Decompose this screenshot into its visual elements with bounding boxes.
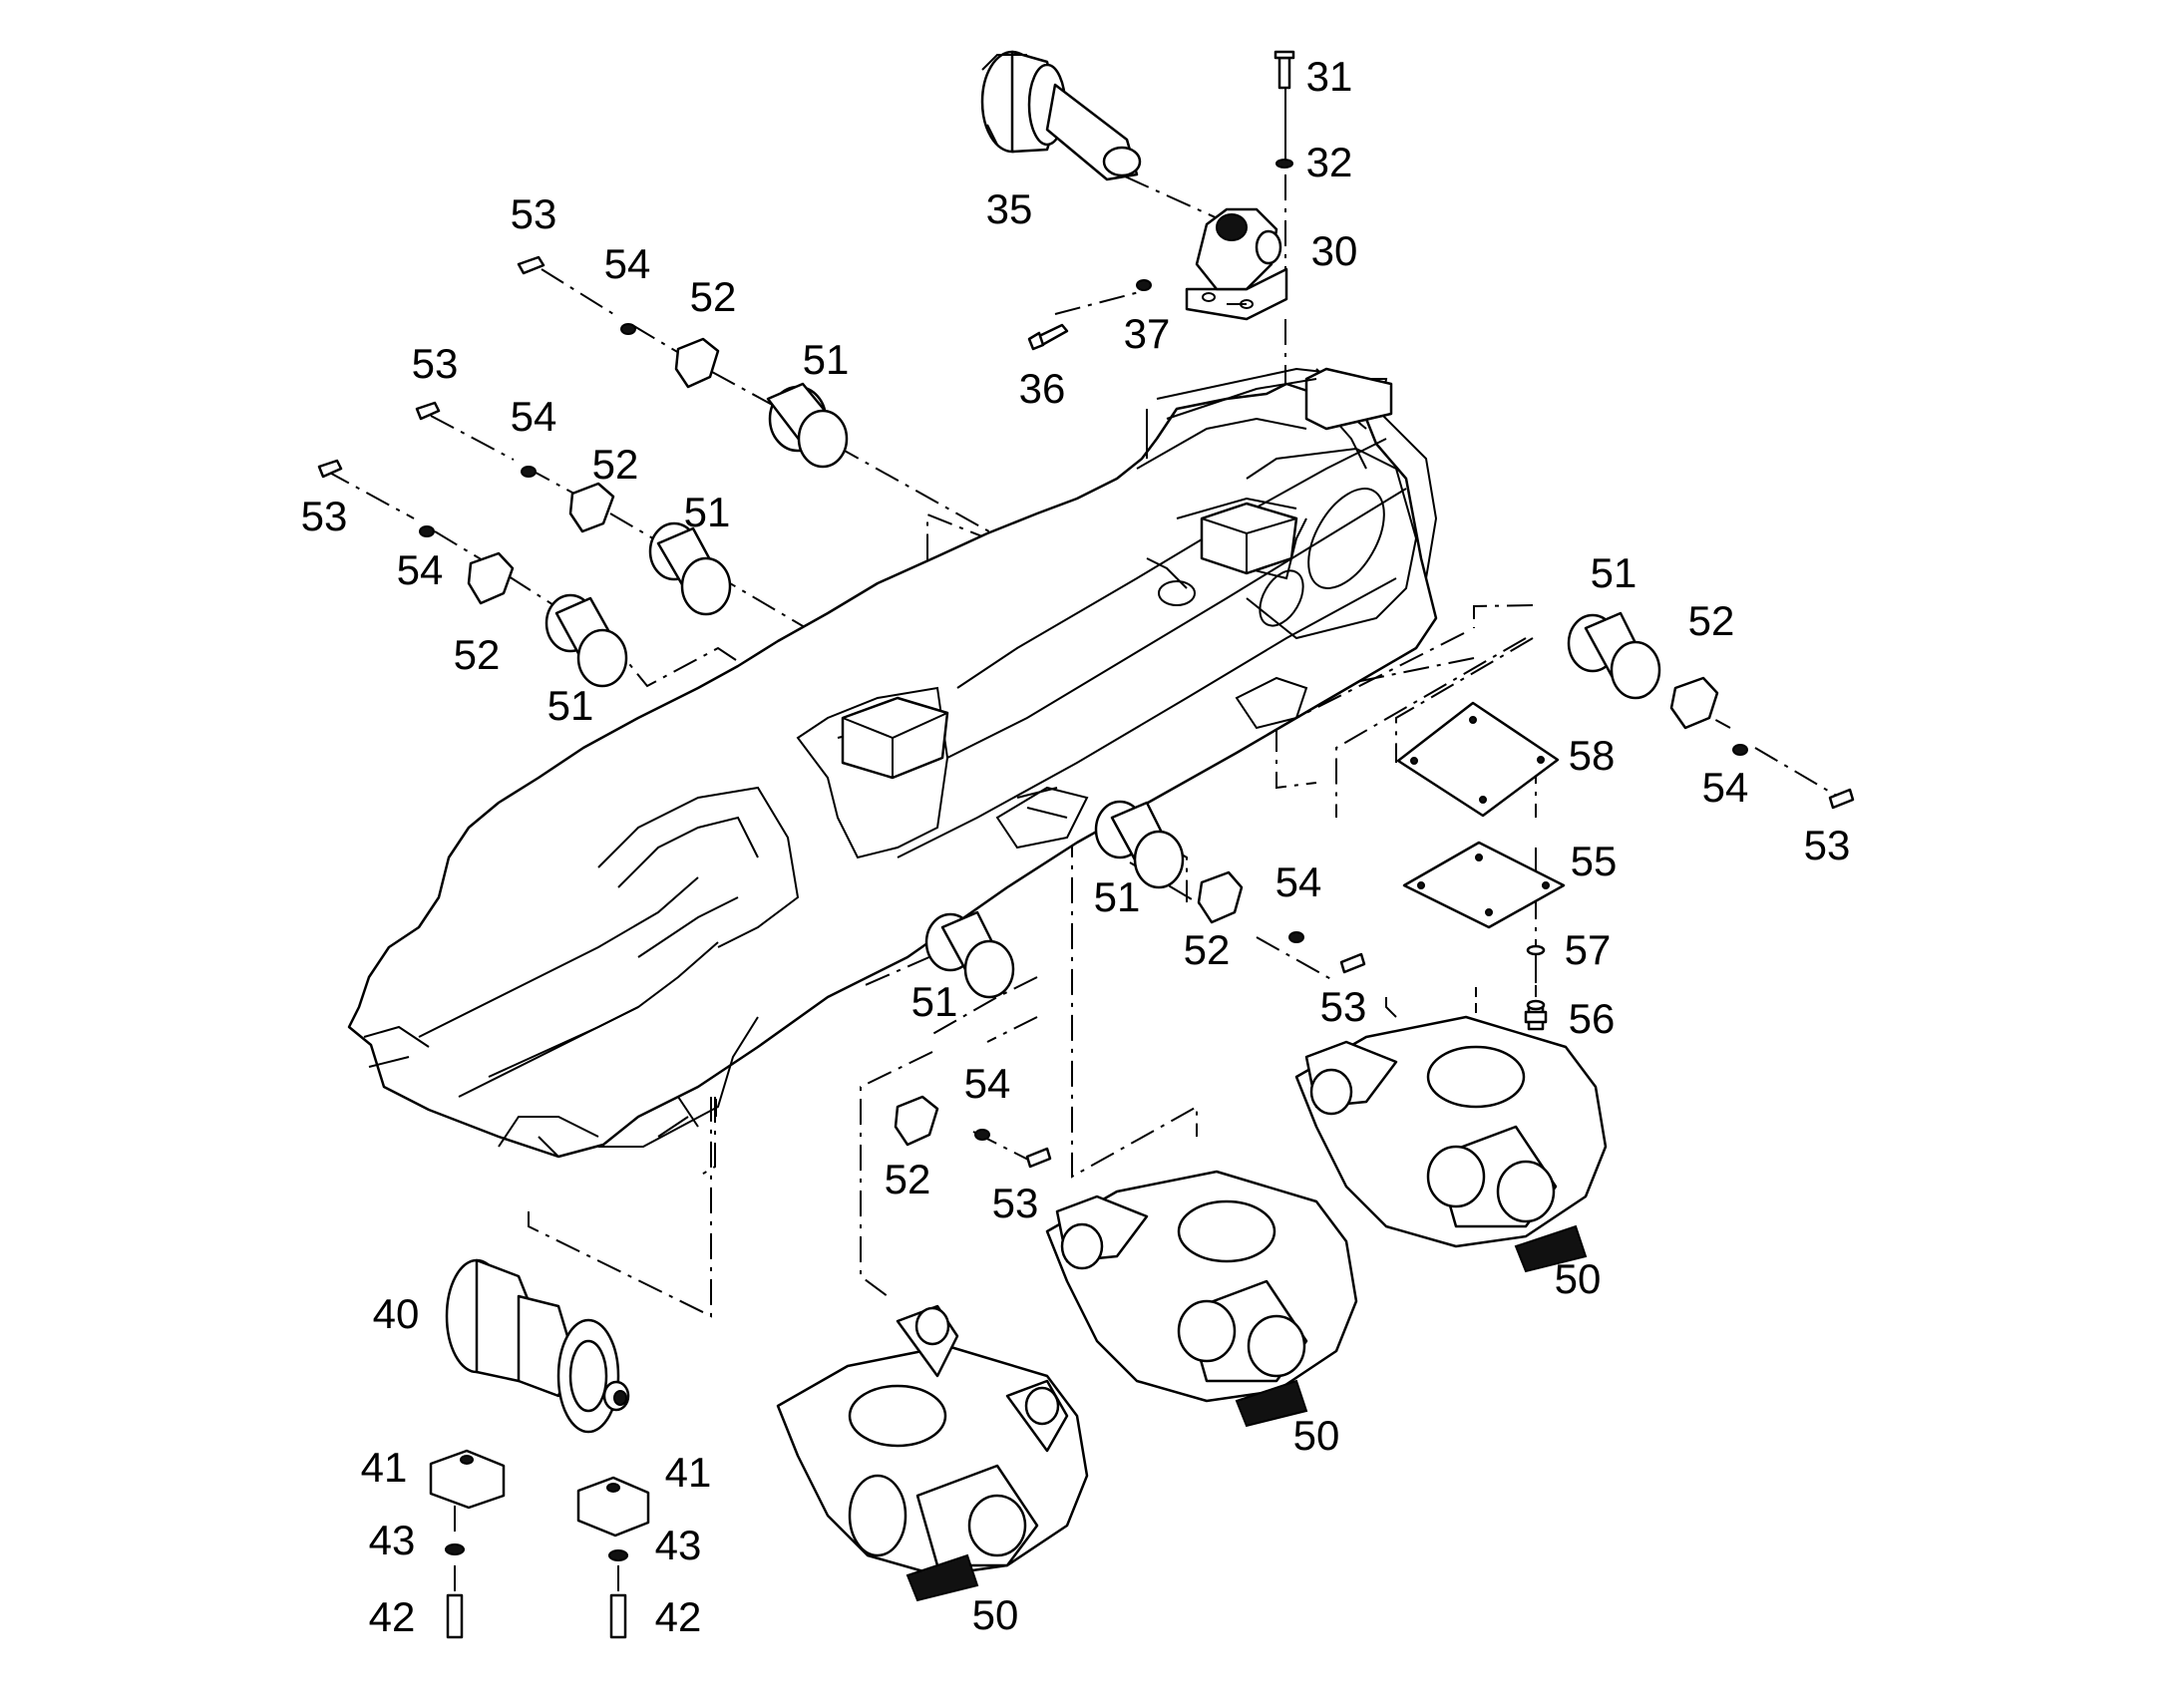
callout-43-right: 43 (654, 1522, 702, 1568)
callout-51-lower: 51 (910, 978, 958, 1025)
callout-43-left: 43 (368, 1517, 416, 1563)
bogie-assembly-left (776, 1304, 1089, 1602)
callout-53-right: 53 (1803, 822, 1851, 868)
bushing-group-lower (894, 910, 1052, 1169)
callout-51-right: 51 (1590, 549, 1637, 596)
callout-50-middle: 50 (1292, 1412, 1340, 1459)
callout-35: 35 (985, 185, 1033, 232)
track-frame (347, 367, 1438, 1159)
bogie-assembly-middle (1045, 1170, 1358, 1428)
callout-31: 31 (1305, 53, 1353, 100)
callout-50-right: 50 (1554, 1255, 1602, 1302)
callout-54-right: 54 (1701, 764, 1749, 811)
callout-32: 32 (1305, 139, 1353, 185)
roller-caps (429, 1449, 650, 1639)
bogie-assembly-right (1294, 1015, 1608, 1273)
callout-53-center: 53 (1319, 983, 1367, 1030)
callout-54-top: 54 (603, 240, 651, 287)
callout-52-center: 52 (1183, 926, 1231, 973)
callout-42-right: 42 (654, 1593, 702, 1640)
callout-41-left: 41 (360, 1444, 408, 1491)
callout-55: 55 (1570, 838, 1618, 884)
callout-52-low: 52 (453, 631, 501, 678)
callout-30: 30 (1310, 227, 1358, 274)
bushing-group-low (317, 459, 628, 688)
misc-fasteners (1524, 1010, 1548, 1024)
roller-bracket (1185, 207, 1288, 321)
callout-54-lower: 54 (963, 1060, 1011, 1107)
callout-54-center: 54 (1274, 858, 1322, 905)
callout-54-mid: 54 (510, 393, 557, 440)
leader-lines (325, 86, 1841, 1595)
callout-36: 36 (1018, 365, 1066, 412)
plates (1396, 701, 1566, 1031)
callout-50-left: 50 (971, 1591, 1019, 1638)
callout-51-top: 51 (802, 336, 850, 383)
callout-52-mid: 52 (591, 441, 639, 488)
callout-57: 57 (1564, 926, 1612, 973)
bushing-group-top (517, 255, 849, 469)
callout-53-mid: 53 (411, 340, 459, 387)
bolts-and-washers-top (1027, 50, 1295, 351)
callout-58: 58 (1568, 732, 1616, 779)
callout-52-top: 52 (689, 273, 737, 320)
callout-41-right: 41 (664, 1449, 712, 1496)
callout-52-right: 52 (1687, 597, 1735, 644)
top-roller (980, 50, 1142, 181)
callout-42-left: 42 (368, 1593, 416, 1640)
callout-54-low: 54 (396, 546, 444, 593)
callout-53-top: 53 (510, 190, 557, 237)
callout-51-center: 51 (1093, 873, 1141, 920)
callout-51-mid: 51 (683, 489, 731, 535)
callout-53-lower: 53 (991, 1180, 1039, 1226)
callout-52-lower: 52 (884, 1156, 931, 1202)
callout-51-low: 51 (546, 682, 594, 729)
bushing-group-right (1567, 611, 1855, 810)
callout-40: 40 (372, 1290, 420, 1337)
callout-37: 37 (1123, 310, 1171, 357)
callout-53-low: 53 (300, 493, 348, 539)
bushing-group-mid (415, 401, 732, 616)
callout-56: 56 (1568, 995, 1616, 1042)
track-roller (445, 1258, 630, 1434)
bushing-group-center (1094, 800, 1366, 974)
